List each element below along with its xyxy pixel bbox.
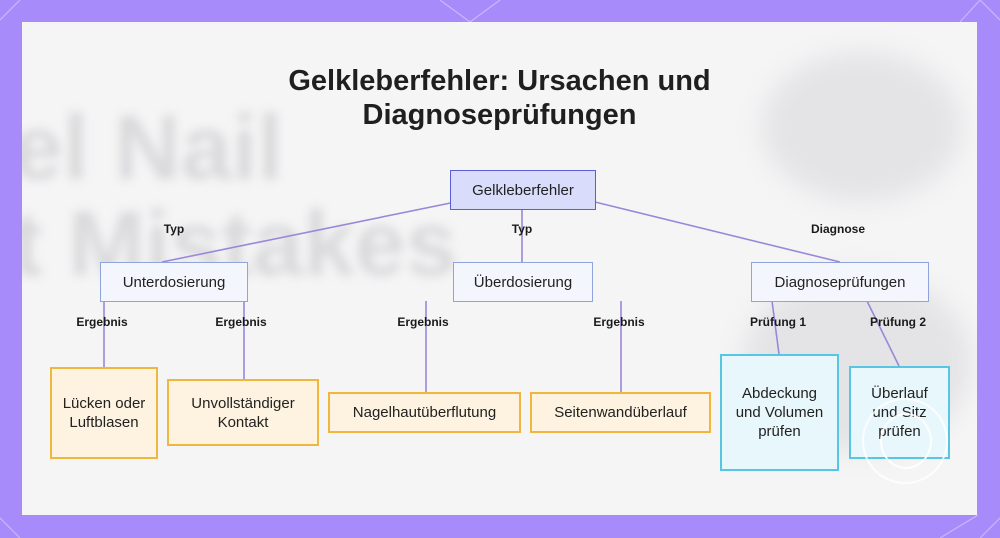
watermark-clip-icon: [880, 413, 932, 469]
edge-label-typ: Typ: [163, 222, 185, 236]
diagram-canvas: el Nail t Mistakes Gelkleberfehler: Ursa…: [22, 22, 977, 515]
edge-label-typ: Typ: [511, 222, 533, 236]
node-luecken-oder-luftblasen: Lücken oder Luftblasen: [50, 367, 158, 459]
node-diagnosepruefungen: Diagnoseprüfungen: [751, 262, 929, 302]
edge-diag-overflow: [866, 300, 900, 367]
node-unterdosierung: Unterdosierung: [100, 262, 248, 302]
edge-label-ergebnis: Ergebnis: [76, 315, 128, 329]
node-ueberdosierung: Überdosierung: [453, 262, 593, 302]
node-unvollstaendiger-kontakt: Unvollständiger Kontakt: [167, 379, 319, 446]
watermark-circle-icon: [862, 398, 948, 484]
edge-diag-coverage: [771, 300, 780, 355]
edge-root-under: [161, 197, 476, 263]
edge-label-ergebnis: Ergebnis: [593, 315, 645, 329]
connector-lines: [103, 197, 900, 392]
edge-label-pruefung-2: Prüfung 2: [870, 315, 926, 329]
node-seitenwandueberlauf: Seitenwandüberlauf: [530, 392, 711, 433]
diagram-title: Gelkleberfehler: Ursachen und Diagnosepr…: [288, 65, 711, 131]
node-gelkleberfehler: Gelkleberfehler: [450, 170, 596, 210]
edge-label-pruefung-1: Prüfung 1: [750, 315, 806, 329]
background-photo-blur: [762, 52, 962, 202]
node-abdeckung-und-volumen-pruefen: Abdeckung und Volumen prüfen: [720, 354, 839, 471]
edge-label-ergebnis: Ergebnis: [215, 315, 267, 329]
edge-label-ergebnis: Ergebnis: [397, 315, 449, 329]
edge-root-diag: [594, 201, 841, 263]
node-nagelhautueberflutung: Nagelhautüberflutung: [328, 392, 521, 433]
edge-label-diagnose: Diagnose: [810, 222, 866, 236]
